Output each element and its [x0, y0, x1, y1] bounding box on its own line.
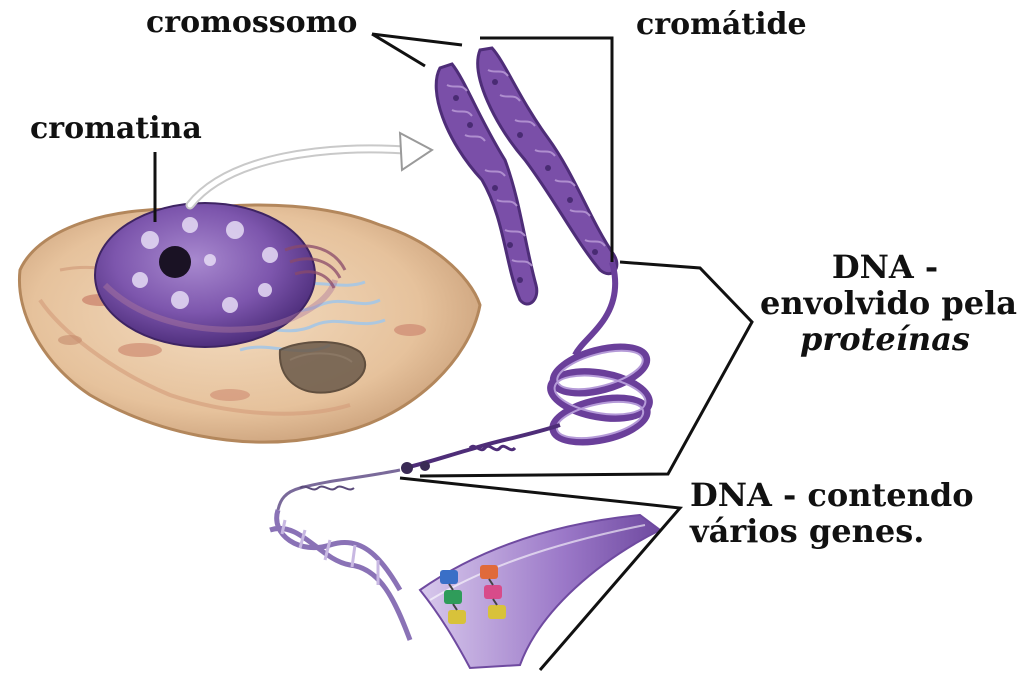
- label-cromatide: cromátide: [636, 8, 807, 42]
- leader-cromossomo: [372, 34, 462, 66]
- label-dna-genes-line1: DNA - contendo: [690, 478, 974, 514]
- label-dna-varios-genes: DNA - contendo vários genes.: [690, 478, 974, 550]
- label-dna-proteinas-line1: DNA -: [760, 250, 1010, 286]
- cell-illustration: [19, 203, 480, 442]
- label-dna-proteinas-line3: proteínas: [760, 322, 1010, 358]
- nucleolus: [159, 246, 191, 278]
- label-dna-envolvido-proteinas: DNA - envolvido pelas proteínas: [760, 250, 1010, 357]
- label-dna-genes-line2: vários genes.: [690, 514, 974, 550]
- chromosome: [436, 48, 617, 304]
- label-dna-proteinas-line2: envolvido pelas: [760, 286, 1010, 322]
- label-cromossomo: cromossomo: [146, 6, 357, 40]
- label-cromatina: cromatina: [30, 112, 202, 146]
- arrow-nucleus-to-chromosome: [190, 133, 432, 205]
